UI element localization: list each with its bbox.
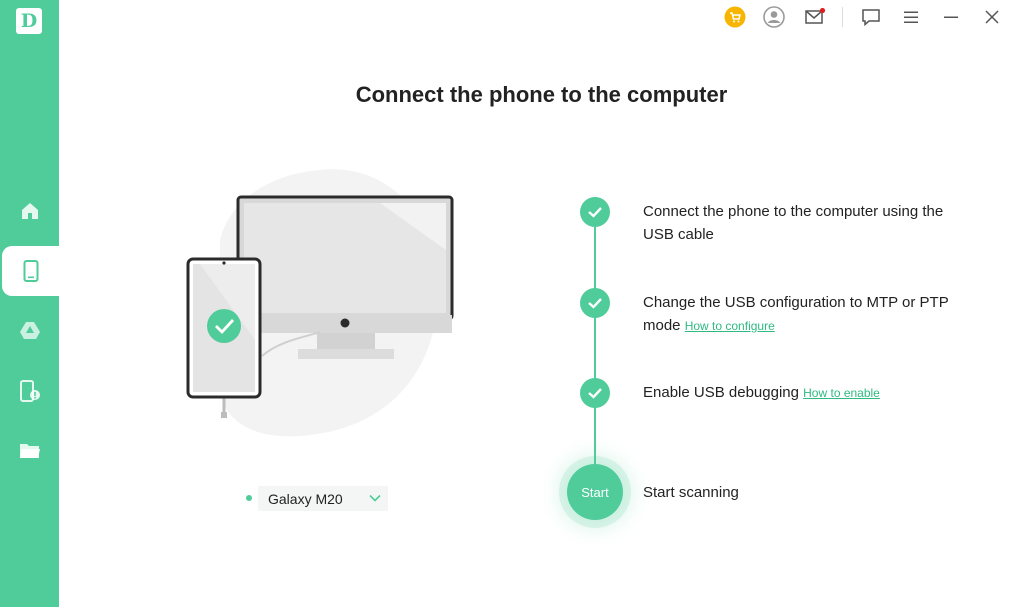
account-button[interactable] [763,6,785,28]
how-to-enable-link[interactable]: How to enable [803,386,880,400]
page-title: Connect the phone to the computer [355,82,728,107]
home-icon [21,203,38,219]
sidebar-item-home[interactable] [0,186,59,236]
steps-timeline [594,212,596,494]
sidebar-item-files[interactable] [0,426,59,476]
minimize-icon [944,16,958,18]
menu-button[interactable] [900,6,922,28]
step-1-check-icon [580,197,610,227]
chevron-down-icon [369,494,381,502]
cart-icon [724,6,746,28]
start-button[interactable]: Start [567,464,623,520]
drive-icon [19,322,40,339]
cart-button[interactable] [724,6,746,28]
titlebar-separator [842,7,843,27]
feedback-button[interactable] [860,6,882,28]
step-4-text: Start scanning [643,484,739,501]
step-2-check-icon [580,288,610,318]
sidebar-item-phone[interactable] [2,246,59,296]
folder-icon [19,444,40,458]
menu-icon [904,11,918,23]
step-3-check-icon [580,378,610,408]
sidebar-item-broken-phone[interactable] [0,366,59,416]
step-2-text: Change the USB configuration to MTP or P… [643,294,949,334]
sidebar-item-google-drive[interactable] [0,306,59,356]
how-to-configure-link[interactable]: How to configure [684,319,775,333]
broken-phone-icon [19,380,40,402]
device-connected-dot [246,495,252,501]
mail-button[interactable] [804,6,826,28]
phone-icon [23,260,38,282]
device-select-value: Galaxy M20 [268,490,343,507]
phone-computer-illustration [186,169,454,437]
step-3-text: Enable USB debugging How to enable [643,384,880,401]
step-1-text: Connect the phone to the computer using … [643,203,944,243]
minimize-button[interactable] [940,6,962,28]
sidebar: D [0,0,59,607]
feedback-icon [862,9,880,27]
device-select[interactable]: Galaxy M20 [258,486,388,511]
close-button[interactable] [981,6,1003,28]
app-logo: D [16,8,42,34]
mail-icon [805,7,826,24]
close-icon [985,10,999,24]
account-icon [763,6,785,28]
